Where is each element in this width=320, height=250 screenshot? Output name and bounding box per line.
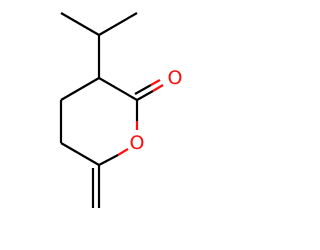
bond-methyl-left [60, 12, 100, 36]
bond-carbonyl-a-black [136, 90, 154, 101]
bond-carbonyl-a-red [152, 84, 164, 92]
carbonyl-oxygen-label: O [168, 67, 183, 89]
bond-c3-c4 [60, 77, 100, 101]
bond-carbonyl-b-black [134, 84, 152, 95]
bond-c5-c6 [60, 142, 100, 166]
bond-methyl-right [98, 12, 138, 36]
ring-oxygen-label: O [130, 132, 145, 154]
bond-carbonyl-b-red [150, 79, 161, 86]
bond-o-c6-black [98, 154, 119, 166]
structure-canvas: O O [59, 12, 183, 208]
molecule-drawing: O O [59, 12, 183, 208]
bond-c3-c2 [98, 77, 138, 101]
bond-o-c6-red [117, 148, 129, 156]
